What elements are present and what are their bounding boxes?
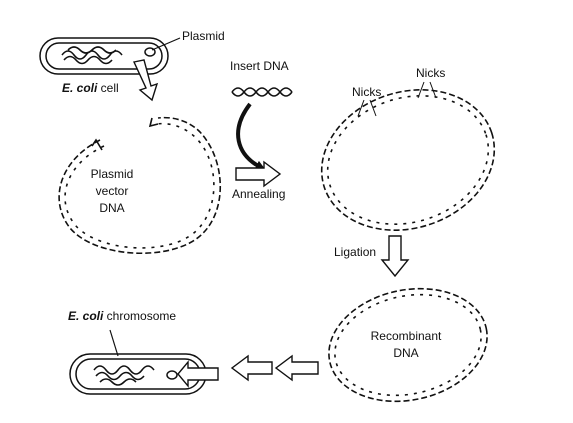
plasmid-pointer — [151, 37, 181, 51]
cell-wall-inner — [45, 42, 163, 70]
cell-wall-outer — [39, 37, 169, 75]
recombinant-plasmid-in-cell — [166, 370, 178, 380]
ecoli-cell-label-rest: cell — [97, 81, 118, 95]
plasmid-circle — [144, 47, 156, 57]
ecoli-chromosome-label: E. coli chromosome — [68, 309, 176, 323]
recombinant-label-1: Recombinant — [371, 329, 442, 343]
insert-strand-b — [231, 87, 293, 97]
vector-strand-a — [58, 116, 222, 255]
nicks-left-pointer — [357, 99, 377, 117]
ecoli-chrom-rest: chromosome — [103, 309, 176, 323]
annealed-dna — [320, 89, 496, 231]
annealing-arrow — [235, 160, 282, 188]
annealed-strand-b — [326, 95, 490, 225]
curved-arrow — [236, 102, 266, 170]
chromosome-squiggle — [61, 46, 123, 65]
insert-dna-label: Insert DNA — [230, 59, 289, 73]
ecoli-cell-label: E. coli cell — [62, 81, 119, 95]
transform-arrow-1 — [274, 354, 319, 382]
vector-label-2: vector — [96, 184, 129, 198]
annealed-strand-a — [320, 89, 496, 231]
plasmid-vector-dna — [58, 116, 222, 255]
insert-strand-a — [231, 87, 293, 97]
ecoli-chrom-italic: E. coli — [68, 309, 104, 323]
ligation-arrow — [380, 235, 410, 278]
annealing-label: Annealing — [232, 187, 285, 201]
ligation-label: Ligation — [334, 245, 376, 259]
nicks-right-label: Nicks — [416, 66, 445, 80]
recombinant-strand-a — [328, 287, 488, 403]
recombinant-strand-b — [334, 293, 482, 397]
nicks-left-label: Nicks — [352, 85, 381, 99]
vector-label-3: DNA — [99, 201, 124, 215]
chromosome-pointer — [109, 329, 119, 357]
nicks-right-pointer — [417, 81, 437, 99]
ecoli-cell-top — [39, 37, 169, 75]
recombinant-dna — [328, 287, 488, 403]
chromosome-squiggle-bottom — [93, 365, 155, 386]
transform-arrow-2 — [230, 354, 273, 382]
vector-strand-b — [64, 122, 215, 249]
vector-label-1: Plasmid — [91, 167, 134, 181]
vector-end-right — [148, 117, 159, 128]
plasmid-label: Plasmid — [182, 29, 225, 43]
extract-arrow — [132, 59, 159, 102]
entry-arrow — [177, 360, 219, 388]
recombinant-label-2: DNA — [393, 346, 418, 360]
vector-end-left — [91, 138, 103, 151]
ecoli-cell-label-italic: E. coli — [62, 81, 98, 95]
